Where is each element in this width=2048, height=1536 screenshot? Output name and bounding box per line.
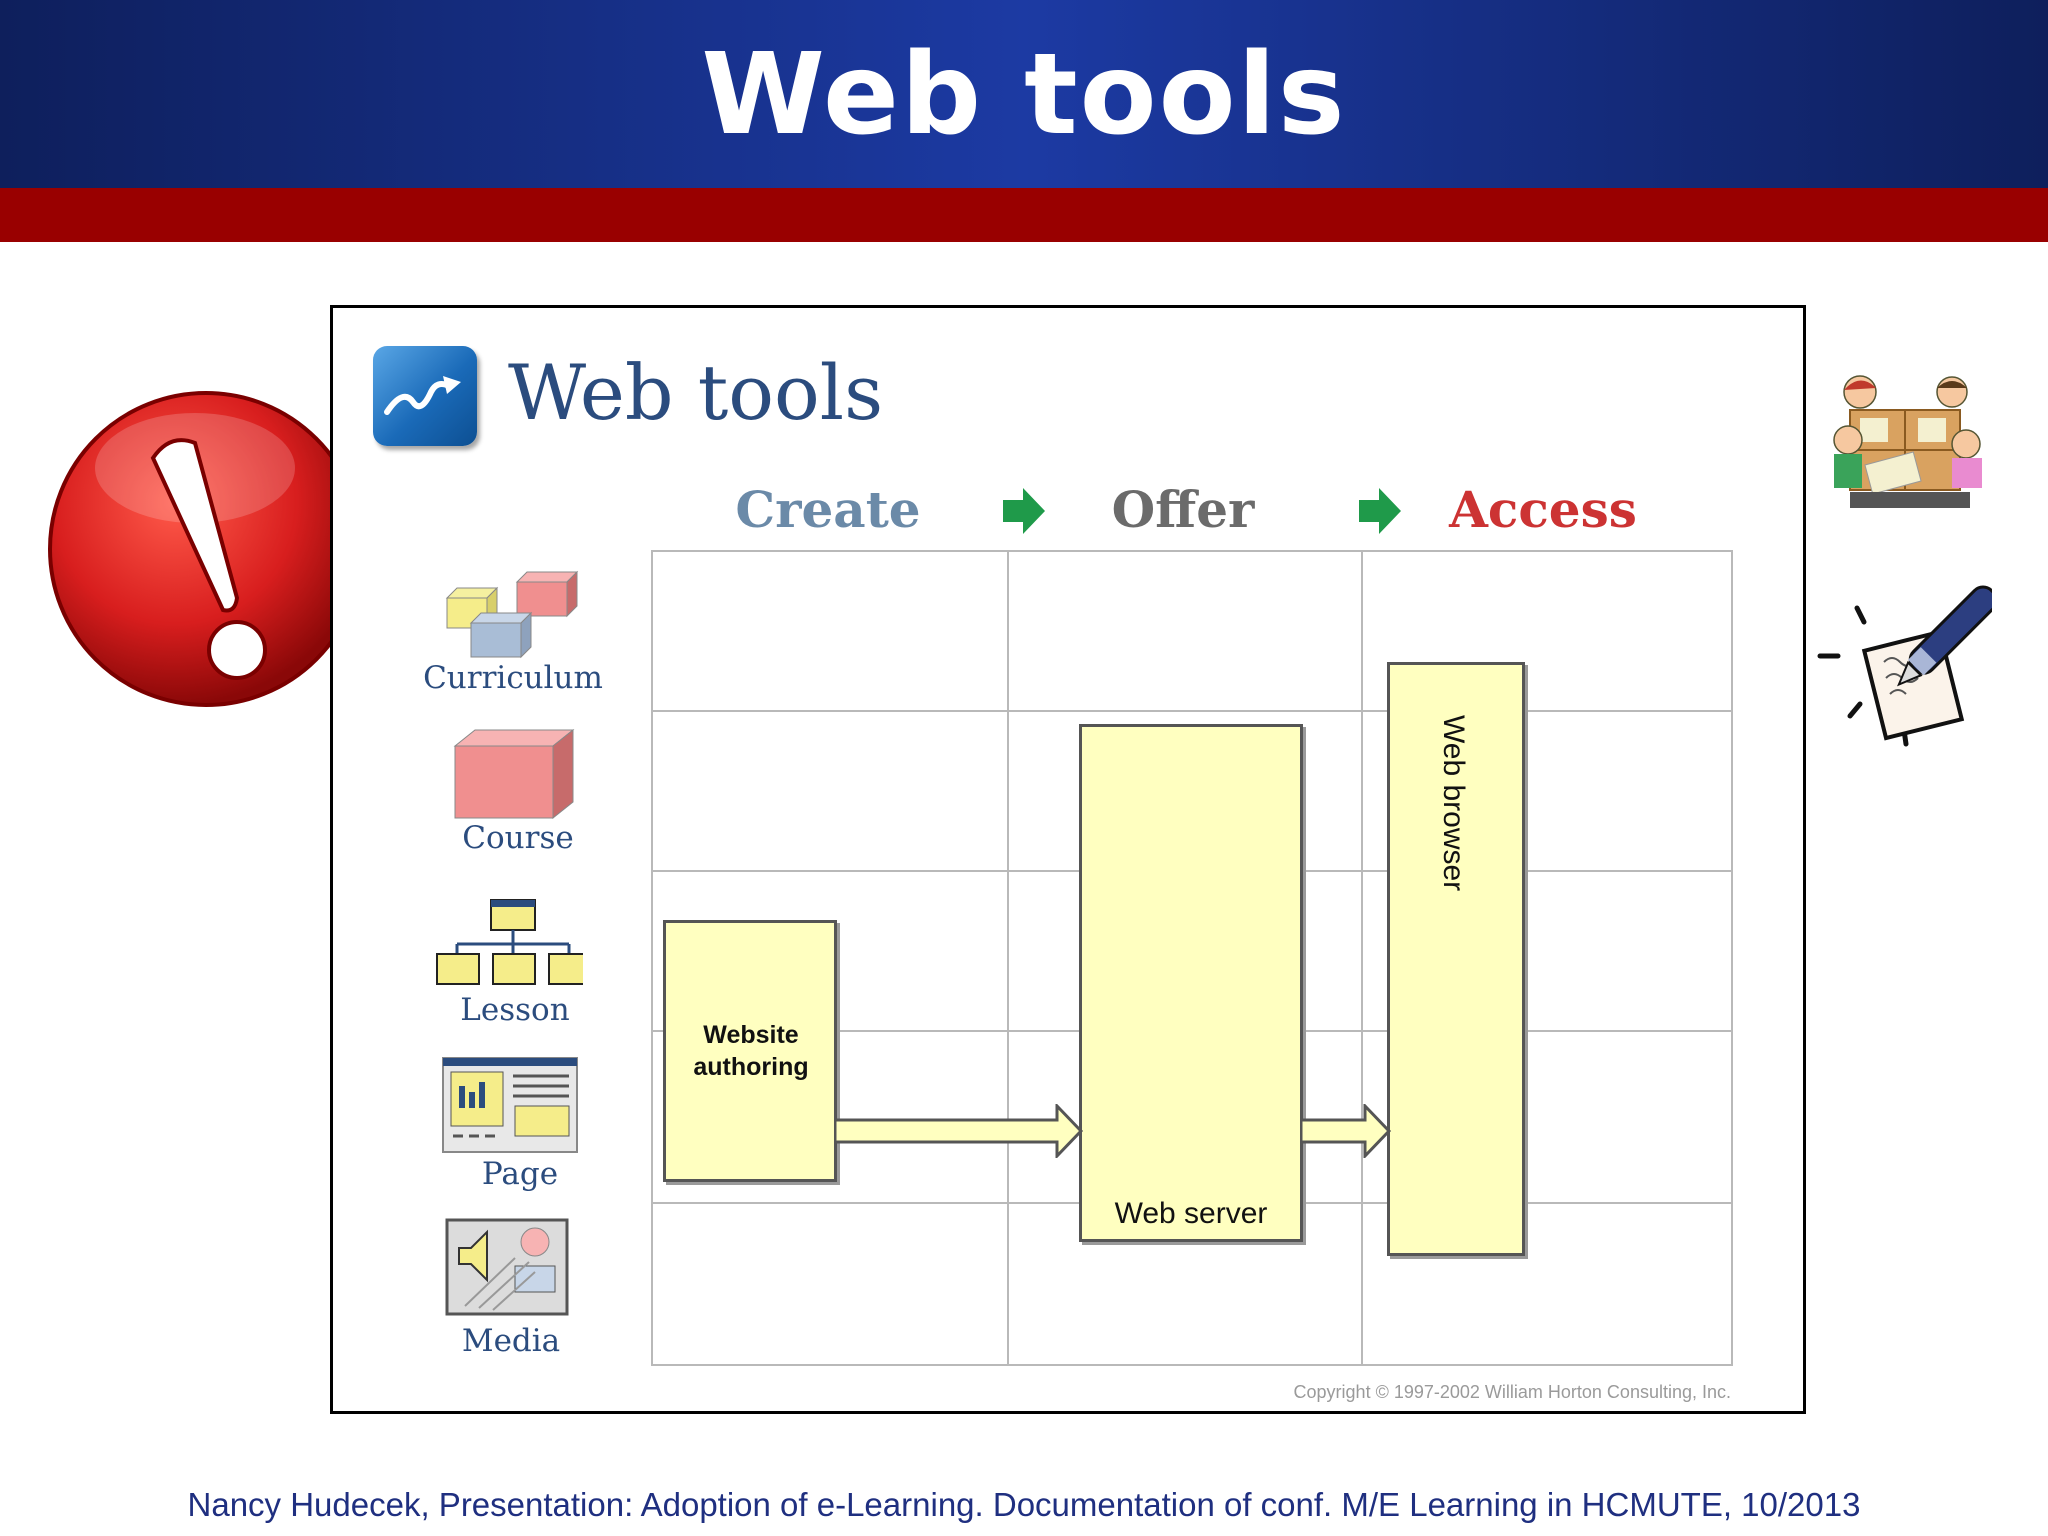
header-accent-band <box>0 188 2048 242</box>
column-header-create: Create <box>735 480 921 539</box>
web-server-box: Web server <box>1079 724 1303 1242</box>
lesson-hierarchy-icon <box>436 899 583 985</box>
row-label-course: Course <box>462 820 574 856</box>
row-label-curriculum: Curriculum <box>423 660 603 696</box>
column-header-offer: Offer <box>1111 480 1255 539</box>
web-browser-box: Web browser <box>1387 662 1525 1256</box>
curriculum-blocks-icon <box>445 570 579 659</box>
slide-title: Web tools <box>701 30 1347 160</box>
grid-cell <box>651 710 1009 872</box>
server-to-browser-arrow <box>1301 1104 1392 1158</box>
page-layout-icon <box>442 1057 578 1153</box>
arrow-right-icon <box>1003 488 1045 534</box>
figure-title: Web tools <box>508 348 884 437</box>
slide-footer-citation: Nancy Hudecek, Presentation: Adoption of… <box>187 1486 1861 1523</box>
course-block-icon <box>453 728 575 820</box>
web-browser-label: Web browser <box>1437 715 1470 892</box>
row-label-media: Media <box>461 1323 561 1359</box>
children-reading-icon <box>1833 375 1982 508</box>
copyright-notice: Copyright © 1997-2002 William Horton Con… <box>1293 1382 1731 1402</box>
arrow-right-icon <box>1359 488 1401 534</box>
pen-and-paper-icon <box>1817 585 1992 747</box>
slide-header: Web tools <box>0 0 2048 188</box>
grid-cell <box>651 550 1009 712</box>
media-sound-icon <box>445 1218 569 1316</box>
exclamation-warning-icon <box>48 391 364 707</box>
web-tools-figure: Web tools Create Offer Access <box>330 305 1806 1414</box>
grid-cell <box>1007 550 1363 712</box>
website-authoring-label: Website authoring <box>693 1021 809 1081</box>
web-tools-logo-icon <box>373 346 477 446</box>
web-server-label: Web server <box>1114 1197 1268 1230</box>
website-authoring-box: Website authoring <box>663 920 837 1182</box>
row-label-lesson: Lesson <box>460 992 570 1028</box>
column-header-access: Access <box>1449 480 1637 539</box>
authoring-to-server-arrow <box>835 1104 1084 1158</box>
row-label-page: Page <box>481 1156 559 1192</box>
grid-cell <box>651 1202 1009 1366</box>
grid-cell <box>1361 1202 1733 1366</box>
